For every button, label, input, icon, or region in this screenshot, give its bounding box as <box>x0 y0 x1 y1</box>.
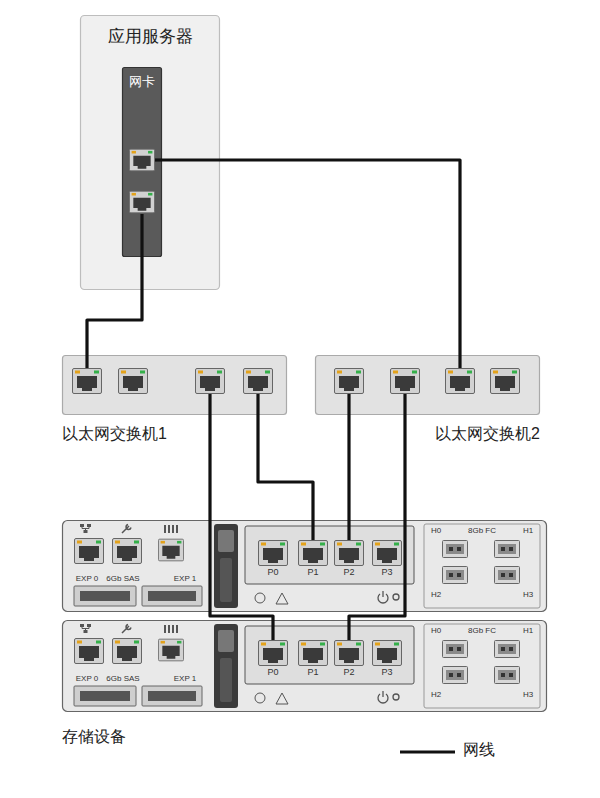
cable-stub <box>140 214 143 257</box>
cable-stub <box>271 620 274 640</box>
cable-stub <box>347 394 350 415</box>
ethernet-switch: 以太网交换机1 <box>62 355 287 415</box>
cable-stub <box>155 158 162 161</box>
nic-port <box>129 191 154 213</box>
port-label: EXP 1 <box>170 574 200 583</box>
port-label: P1 <box>298 567 328 577</box>
cable-stub <box>458 355 461 368</box>
storage-device: 存储设备EXP 06Gb SASEXP 1P0P1P2P3H08Gb FCH1H… <box>62 520 547 712</box>
port-label: H1 <box>518 626 538 635</box>
port-label: 6Gb SAS <box>106 674 140 683</box>
storage-controller: EXP 0 6Gb SAS EXP 1 P0 P1 P2 P3 H0 8Gb FC H1H2 H3 <box>62 520 547 612</box>
legend-line-sample <box>400 751 455 754</box>
storage-controller-fill <box>63 621 547 712</box>
port-label: P2 <box>334 667 364 677</box>
port-label: P3 <box>372 667 402 677</box>
port-label: H2 <box>426 590 446 599</box>
port-label: H1 <box>518 526 538 535</box>
switch-port <box>446 369 475 394</box>
switch-port <box>119 369 148 394</box>
server-box-fill <box>81 16 220 290</box>
port-label: EXP 0 <box>72 574 102 583</box>
port-label: P0 <box>258 567 288 577</box>
switch-label: 以太网交换机1 <box>62 425 167 443</box>
server-title: 应用服务器 <box>80 27 220 47</box>
network-cable <box>162 160 460 355</box>
storage-label: 存储设备 <box>62 728 126 746</box>
cable-stub <box>347 520 350 540</box>
cable-stub <box>85 355 88 368</box>
ethernet-switch-fill <box>316 356 540 415</box>
cable-stub <box>208 394 211 415</box>
ethernet-switch: 以太网交换机2 <box>315 355 540 415</box>
switch-port <box>73 369 102 394</box>
switch-port <box>391 369 420 394</box>
port-label: 8Gb FC <box>460 526 504 535</box>
cable-stub <box>256 394 259 415</box>
legend-text: 网线 <box>463 741 495 759</box>
port-label: 8Gb FC <box>460 626 504 635</box>
switch-port <box>244 369 273 394</box>
storage-controller-fill <box>63 521 547 612</box>
port-label: H3 <box>518 590 538 599</box>
network-cable <box>87 257 142 355</box>
network-cable <box>349 415 405 620</box>
cable-stub <box>311 520 314 540</box>
network-cable <box>258 415 313 520</box>
cable-stub <box>347 620 350 640</box>
port-label: P1 <box>298 667 328 677</box>
switch-port <box>491 369 520 394</box>
port-label: EXP 1 <box>170 674 200 683</box>
cable-stub <box>87 160 460 640</box>
port-label: EXP 0 <box>72 674 102 683</box>
port-label: H0 <box>426 626 446 635</box>
nic-card-fill <box>123 68 162 257</box>
network-cable <box>210 415 273 620</box>
port-label: P3 <box>372 567 402 577</box>
port-label: 6Gb SAS <box>106 574 140 583</box>
switch-port <box>196 369 225 394</box>
port-label: P0 <box>258 667 288 677</box>
port-label: H2 <box>426 690 446 699</box>
switch-label: 以太网交换机2 <box>435 425 540 443</box>
server-box: 应用服务器网卡 <box>80 15 220 290</box>
controller-illustration <box>74 524 540 608</box>
nic-card: 网卡 <box>122 67 162 257</box>
port-label: P2 <box>334 567 364 577</box>
port-label: H0 <box>426 526 446 535</box>
ethernet-switch-fill <box>63 356 287 415</box>
port-label: H3 <box>518 690 538 699</box>
nic-title: 网卡 <box>122 75 162 90</box>
network-cable <box>347 415 350 520</box>
storage-controller: EXP 0 6Gb SAS EXP 1 P0 P1 P2 P3 H0 8Gb FC H1H2 H3 <box>62 620 547 712</box>
switch-port <box>335 369 364 394</box>
cable-stub <box>403 394 406 415</box>
controller-illustration <box>74 624 540 708</box>
nic-port <box>129 149 154 171</box>
